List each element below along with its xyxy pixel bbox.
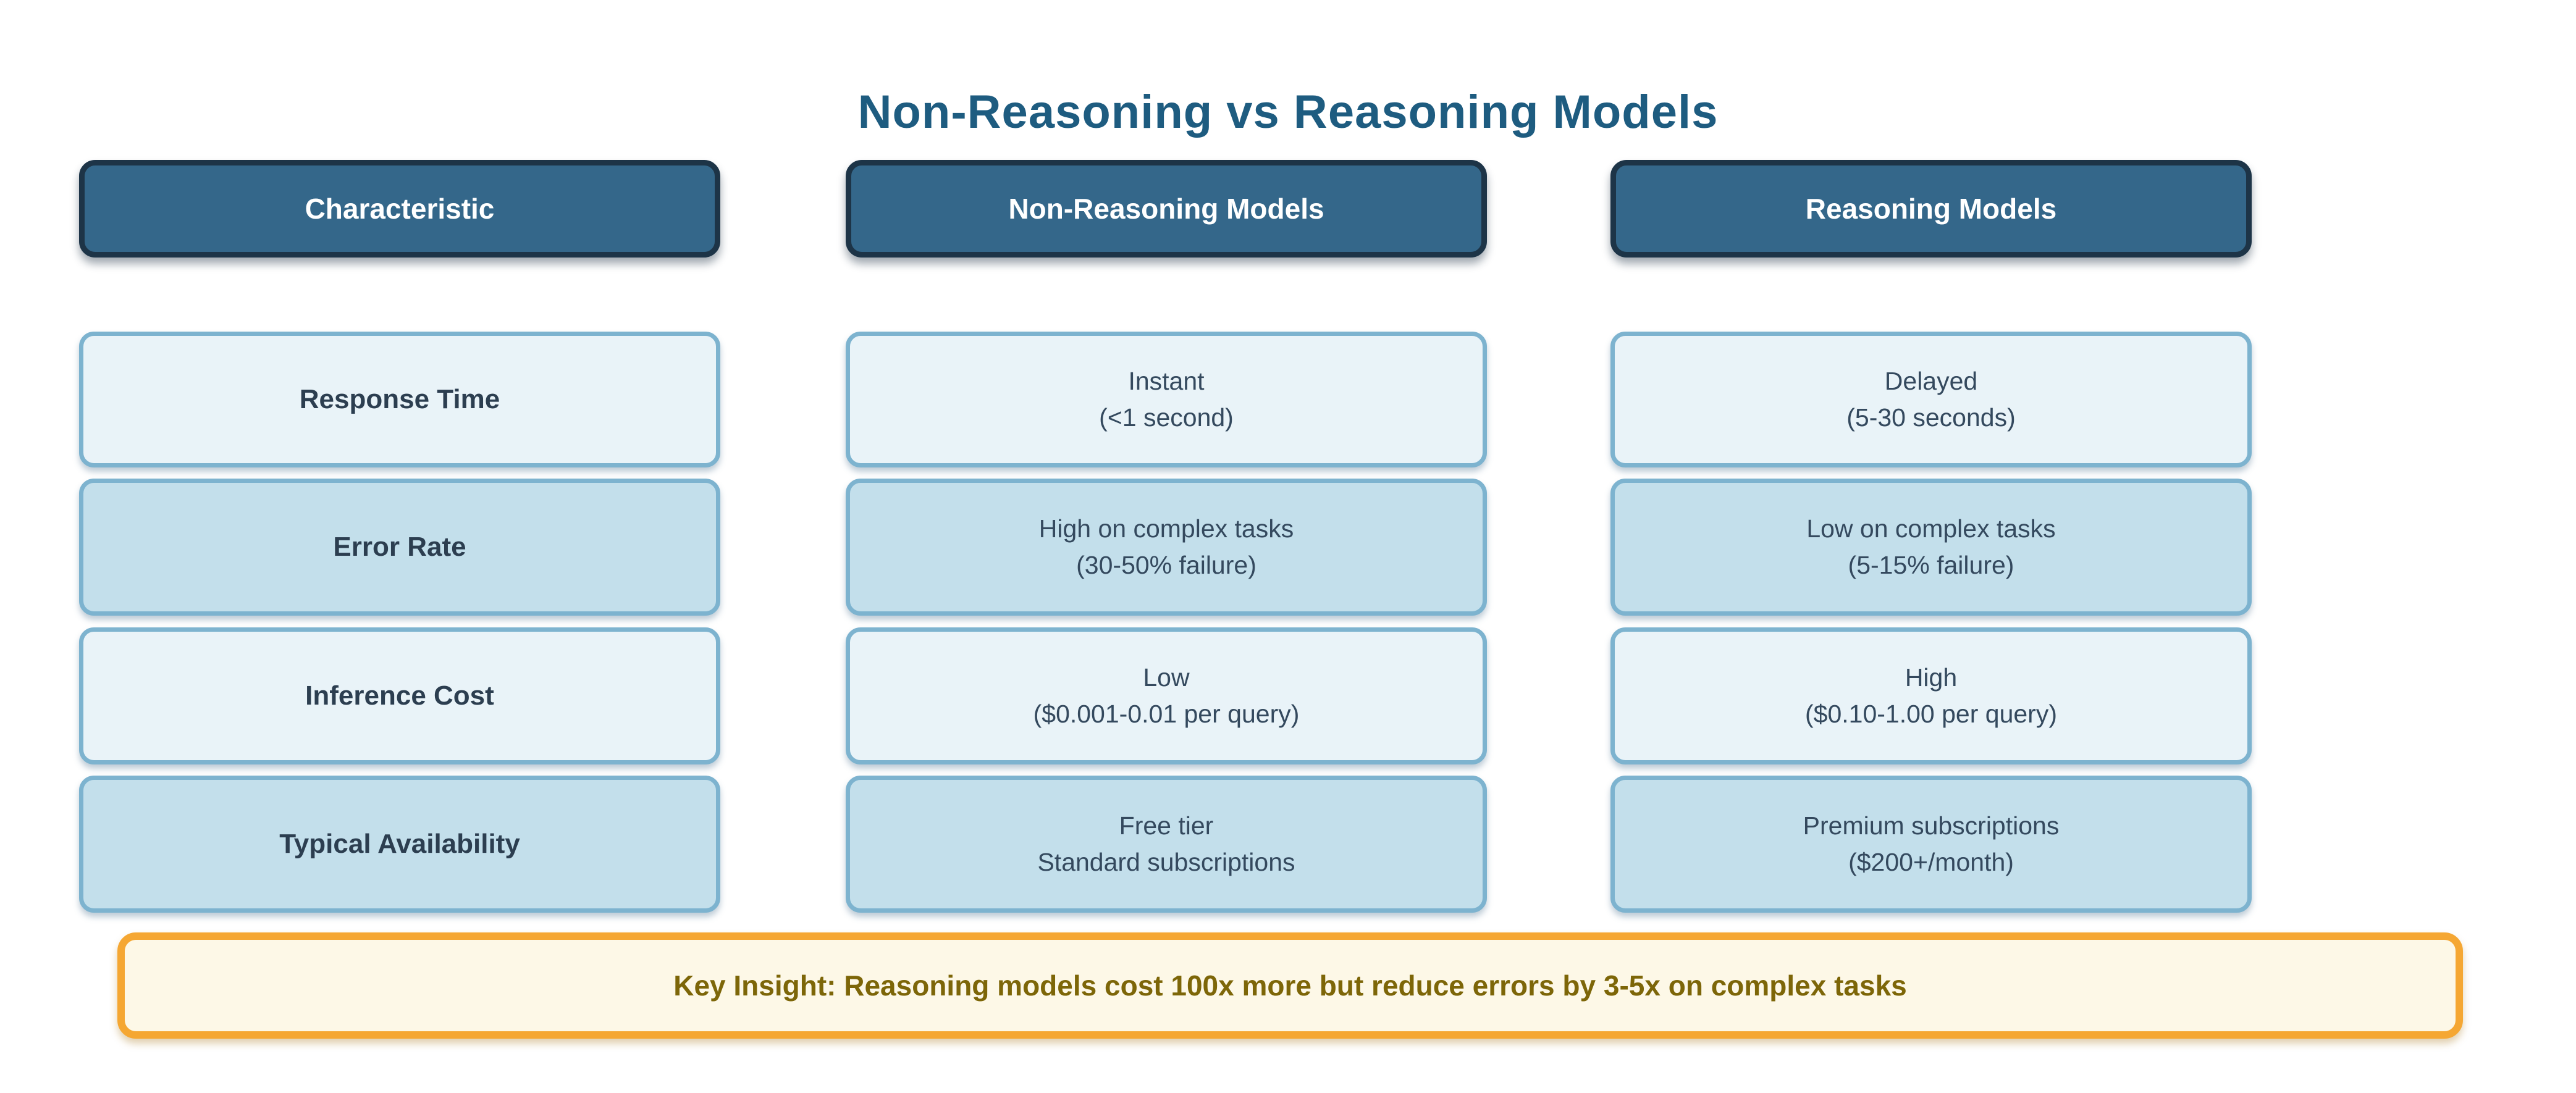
- cell-response-time-reasoning: Delayed (5-30 seconds): [1610, 332, 2252, 467]
- row-label-typical-availability: Typical Availability: [79, 776, 720, 913]
- cell-response-time-non-reasoning: Instant (<1 second): [846, 332, 1487, 467]
- cell-typical-availability-non-reasoning: Free tier Standard subscriptions: [846, 776, 1487, 913]
- cell-line-2: ($0.001-0.01 per query): [1033, 700, 1300, 728]
- cell-line-1: Premium subscriptions: [1803, 811, 2060, 840]
- row-label-text: Inference Cost: [305, 681, 494, 711]
- header-non-reasoning-models: Non-Reasoning Models: [846, 160, 1487, 258]
- cell-inference-cost-non-reasoning: Low ($0.001-0.01 per query): [846, 627, 1487, 764]
- header-characteristic: Characteristic: [79, 160, 720, 258]
- cell-inference-cost-reasoning: High ($0.10-1.00 per query): [1610, 627, 2252, 764]
- row-label-inference-cost: Inference Cost: [79, 627, 720, 764]
- cell-line-2: (5-30 seconds): [1846, 403, 2016, 432]
- key-insight-banner: Key Insight: Reasoning models cost 100x …: [117, 932, 2463, 1039]
- cell-line-2: Standard subscriptions: [1037, 848, 1295, 876]
- row-label-response-time: Response Time: [79, 332, 720, 467]
- cell-line-1: Free tier: [1119, 811, 1214, 840]
- cell-error-rate-non-reasoning: High on complex tasks (30-50% failure): [846, 479, 1487, 616]
- cell-line-1: High: [1905, 663, 1958, 692]
- cell-line-2: (5-15% failure): [1848, 551, 2014, 579]
- cell-line-2: ($200+/month): [1848, 848, 2014, 876]
- cell-line-1: Low: [1143, 663, 1190, 692]
- cell-line-1: Low on complex tasks: [1806, 514, 2056, 543]
- cell-line-2: (30-50% failure): [1076, 551, 1256, 579]
- cell-line-1: Delayed: [1884, 366, 1978, 395]
- row-label-text: Typical Availability: [279, 829, 520, 859]
- cell-line-1: Instant: [1128, 366, 1205, 395]
- cell-error-rate-reasoning: Low on complex tasks (5-15% failure): [1610, 479, 2252, 616]
- cell-line-2: (<1 second): [1099, 403, 1234, 432]
- header-label: Reasoning Models: [1805, 193, 2057, 225]
- diagram-title: Non-Reasoning vs Reasoning Models: [857, 86, 1719, 138]
- cell-line-1: High on complex tasks: [1038, 514, 1294, 543]
- key-insight-text: Key Insight: Reasoning models cost 100x …: [673, 969, 1907, 1002]
- header-reasoning-models: Reasoning Models: [1610, 160, 2252, 258]
- row-label-text: Response Time: [299, 384, 500, 414]
- row-label-text: Error Rate: [333, 532, 466, 562]
- cell-typical-availability-reasoning: Premium subscriptions ($200+/month): [1610, 776, 2252, 913]
- row-label-error-rate: Error Rate: [79, 479, 720, 616]
- header-label: Characteristic: [305, 193, 495, 225]
- cell-line-2: ($0.10-1.00 per query): [1805, 700, 2057, 728]
- header-label: Non-Reasoning Models: [1008, 193, 1324, 225]
